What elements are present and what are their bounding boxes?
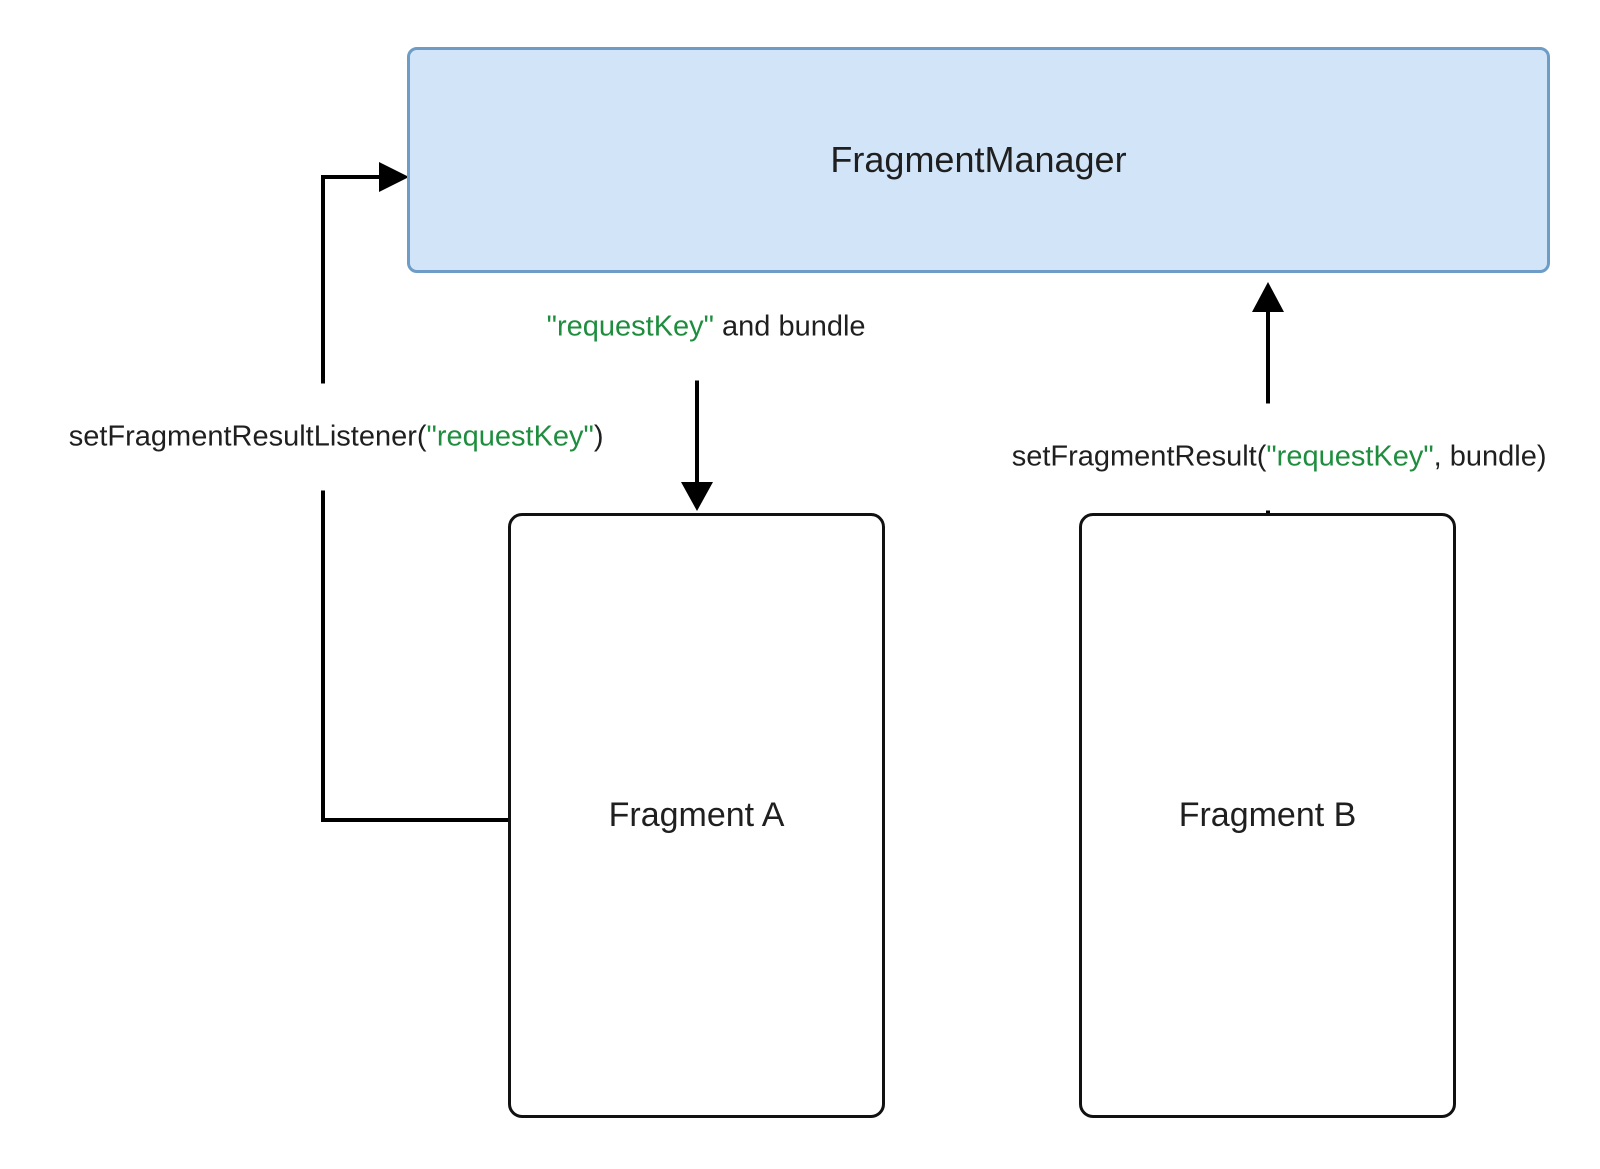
fragment-b-label: Fragment B	[1178, 796, 1357, 834]
arrow-head-up-icon	[1252, 282, 1284, 312]
arrow-head-down-icon	[681, 482, 713, 511]
label-set-fragment-result: setFragmentResult("requestKey", bundle)	[971, 403, 1555, 511]
fragment-manager-box: FragmentManager	[407, 47, 1550, 273]
label-request-key-and-bundle: "requestKey" and bundle	[506, 273, 874, 381]
arrow-line	[321, 175, 508, 822]
listener-suffix-text: )	[593, 420, 604, 453]
fragment-a-label: Fragment A	[608, 796, 785, 834]
listener-prefix-text: setFragmentResultListener(	[68, 420, 427, 453]
request-key-text: "requestKey"	[546, 310, 714, 343]
result-prefix-text: setFragmentResult(	[1011, 440, 1267, 473]
label-set-fragment-result-listener: setFragmentResultListener("requestKey")	[28, 383, 612, 491]
request-suffix-text: and bundle	[713, 310, 866, 343]
fragment-b-box: Fragment B	[1079, 513, 1456, 1118]
arrow-head-right-icon	[379, 162, 409, 192]
result-suffix-text: , bundle)	[1433, 440, 1547, 473]
fragment-a-box: Fragment A	[508, 513, 885, 1118]
fragment-manager-label: FragmentManager	[830, 139, 1127, 180]
result-key-text: "requestKey"	[1266, 440, 1434, 473]
listener-key-text: "requestKey"	[426, 420, 594, 453]
arrow-set-fragment-result-listener	[321, 162, 508, 822]
